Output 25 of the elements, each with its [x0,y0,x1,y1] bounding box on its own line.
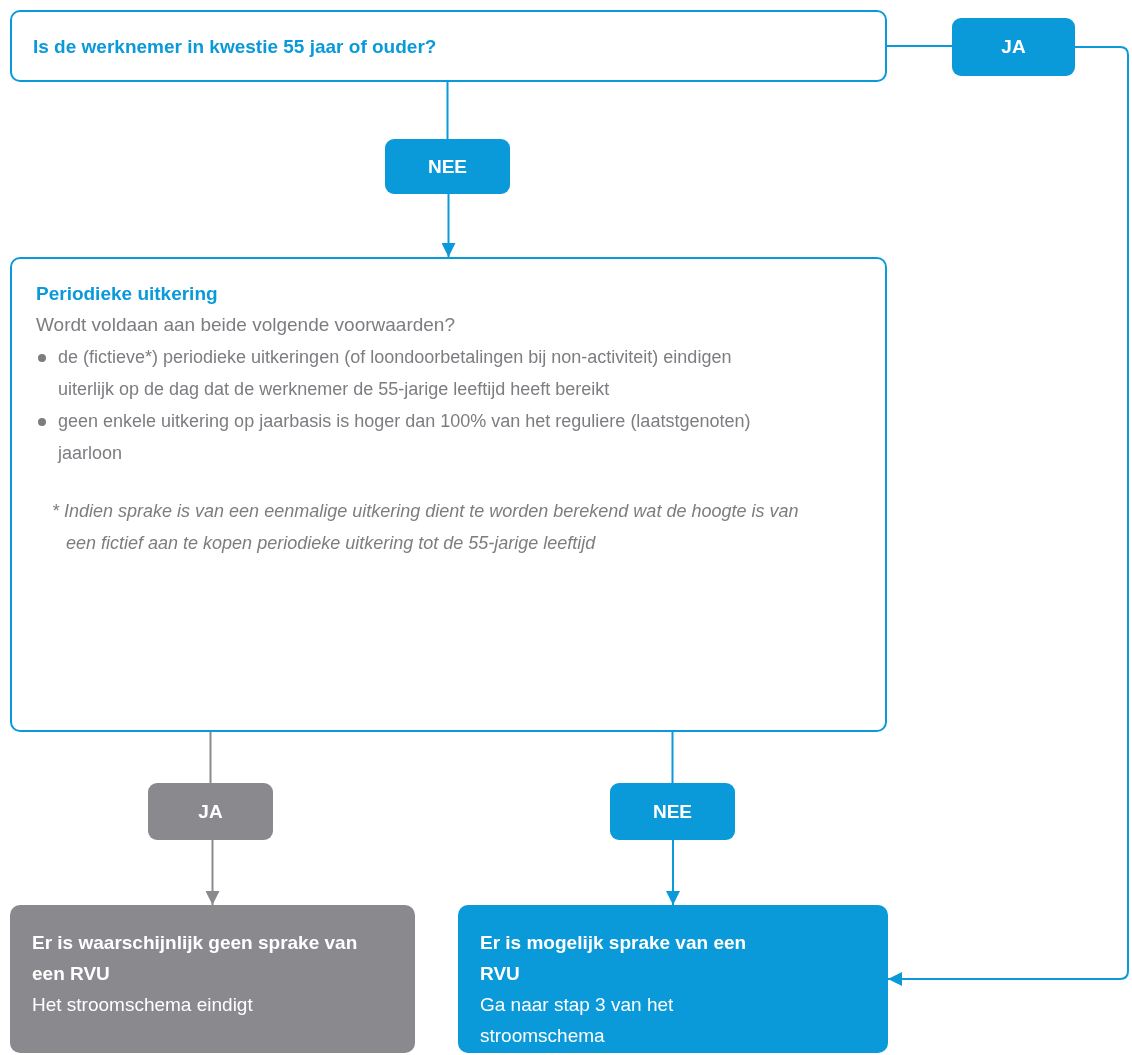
connector-line [671,731,674,784]
question-text: Wordt voldaan aan beide volgende voorwaarden? [36,313,456,337]
result-text: Ga naar stap 3 van het stroomschema [480,993,675,1048]
answer-badge: NEE [610,783,735,840]
connector-line [446,81,449,140]
result-heading: Er is waarschijnlijk geen sprake van een RVU [32,931,359,986]
result-text: Het stroomschema eindigt [32,993,254,1017]
answer-badge: NEE [385,139,510,194]
result-box [458,905,888,1053]
bullet-item: geen enkele uitkering op jaarbasis is hoger dan 100% van het reguliere (laatstgenoten) jaarloon [36,405,788,469]
condition-box [10,257,887,732]
arrow [666,839,680,906]
arrow [205,839,220,906]
question-text: Is de werknemer in kwestie 55 jaar of ouder? [33,36,438,58]
answer-badge: JA [148,783,273,840]
box-heading: Periodieke uitkering [36,282,219,306]
arrow [441,193,456,258]
connector-line [209,731,212,784]
footnote: * Indien sprake is van een eenmalige uitkering dient te worden berekend wat de hoogte is van een fictief aan te kopen periodieke uitkering tot de 55-jarige leeftijd [52,500,800,555]
arrow [887,46,1129,986]
connector-line [886,45,953,47]
result-box [10,905,415,1053]
question-box [10,10,887,82]
result-heading: Er is mogelijk sprake van een RVU [480,931,748,986]
answer-badge: JA [952,18,1075,76]
